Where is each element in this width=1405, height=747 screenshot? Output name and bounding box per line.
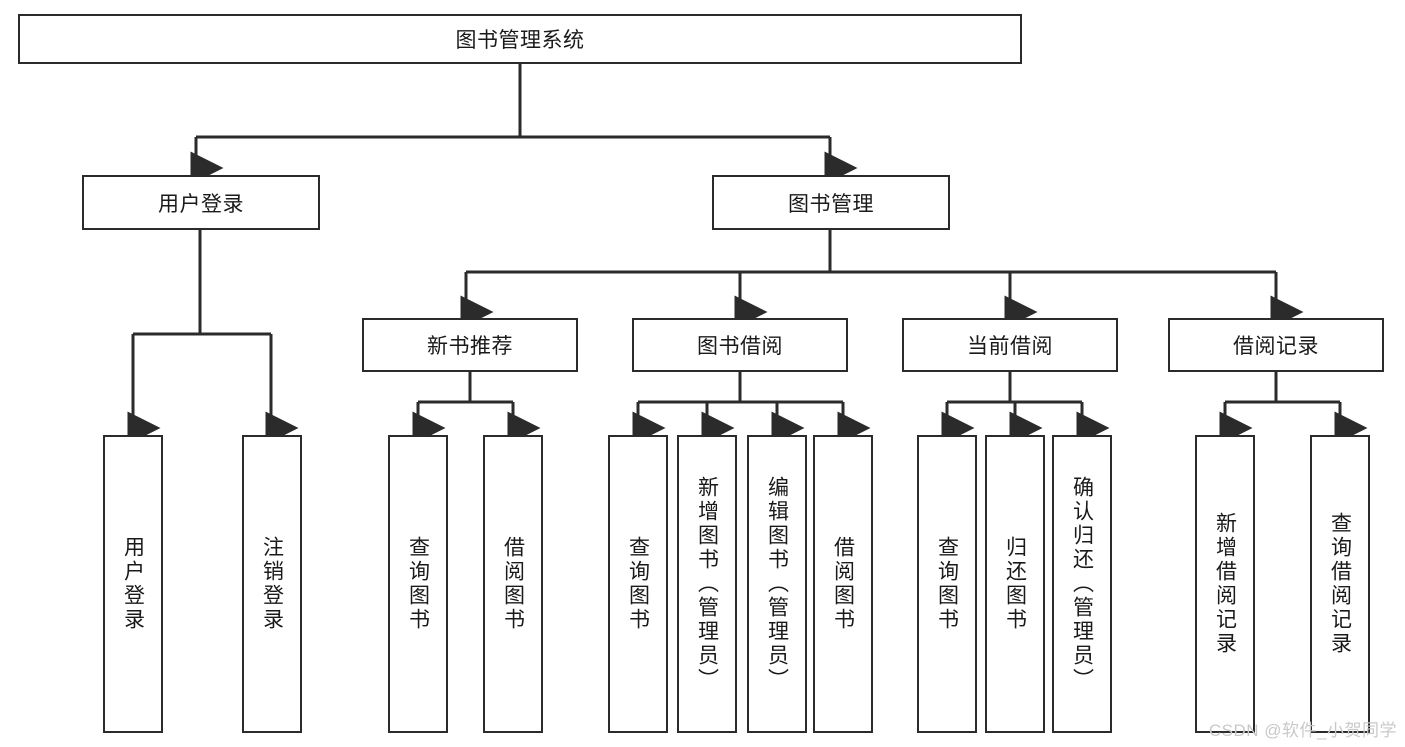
node-book-borrow[interactable]: 图书借阅: [632, 318, 848, 372]
node-new-book-recommend[interactable]: 新书推荐: [362, 318, 578, 372]
node-label: 编辑图书（管理员）: [765, 476, 789, 692]
node-label: 图书管理系统: [455, 29, 585, 52]
watermark-text: CSDN @软件_小贺同学: [1208, 721, 1397, 740]
node-label: 确认归还（管理员）: [1070, 476, 1094, 692]
node-label: 借阅图书: [501, 536, 525, 632]
node-label: 查询借阅记录: [1328, 512, 1352, 656]
leaf-return-book[interactable]: 归还图书: [985, 435, 1045, 733]
node-label: 用户登录: [158, 192, 244, 216]
leaf-borrow-book-1[interactable]: 借阅图书: [483, 435, 543, 733]
node-label: 用户登录: [121, 536, 145, 632]
node-root-system[interactable]: 图书管理系统: [18, 14, 1022, 64]
node-label: 新增借阅记录: [1213, 512, 1237, 656]
node-book-management[interactable]: 图书管理: [712, 175, 950, 230]
node-borrow-record[interactable]: 借阅记录: [1168, 318, 1384, 372]
node-label: 借阅图书: [831, 536, 855, 632]
node-label: 图书借阅: [697, 335, 783, 358]
leaf-query-record[interactable]: 查询借阅记录: [1310, 435, 1370, 733]
node-label: 新书推荐: [427, 335, 513, 358]
node-label: 新增图书（管理员）: [695, 476, 719, 692]
leaf-confirm-return[interactable]: 确认归还（管理员）: [1052, 435, 1112, 733]
node-label: 图书管理: [788, 192, 874, 216]
node-label: 查询图书: [935, 536, 959, 632]
node-label: 借阅记录: [1233, 335, 1319, 358]
node-label: 归还图书: [1003, 536, 1027, 632]
node-label: 查询图书: [626, 536, 650, 632]
leaf-edit-book[interactable]: 编辑图书（管理员）: [747, 435, 807, 733]
leaf-query-book-1[interactable]: 查询图书: [388, 435, 448, 733]
leaf-logout-login[interactable]: 注销登录: [242, 435, 302, 733]
leaf-borrow-book-2[interactable]: 借阅图书: [813, 435, 873, 733]
leaf-add-record[interactable]: 新增借阅记录: [1195, 435, 1255, 733]
node-user-login[interactable]: 用户登录: [82, 175, 320, 230]
node-current-borrow[interactable]: 当前借阅: [902, 318, 1118, 372]
leaf-query-book-3[interactable]: 查询图书: [917, 435, 977, 733]
leaf-query-book-2[interactable]: 查询图书: [608, 435, 668, 733]
node-label: 查询图书: [406, 536, 430, 632]
node-label: 注销登录: [260, 536, 284, 632]
node-label: 当前借阅: [967, 335, 1053, 358]
leaf-add-book[interactable]: 新增图书（管理员）: [677, 435, 737, 733]
leaf-user-login[interactable]: 用户登录: [103, 435, 163, 733]
